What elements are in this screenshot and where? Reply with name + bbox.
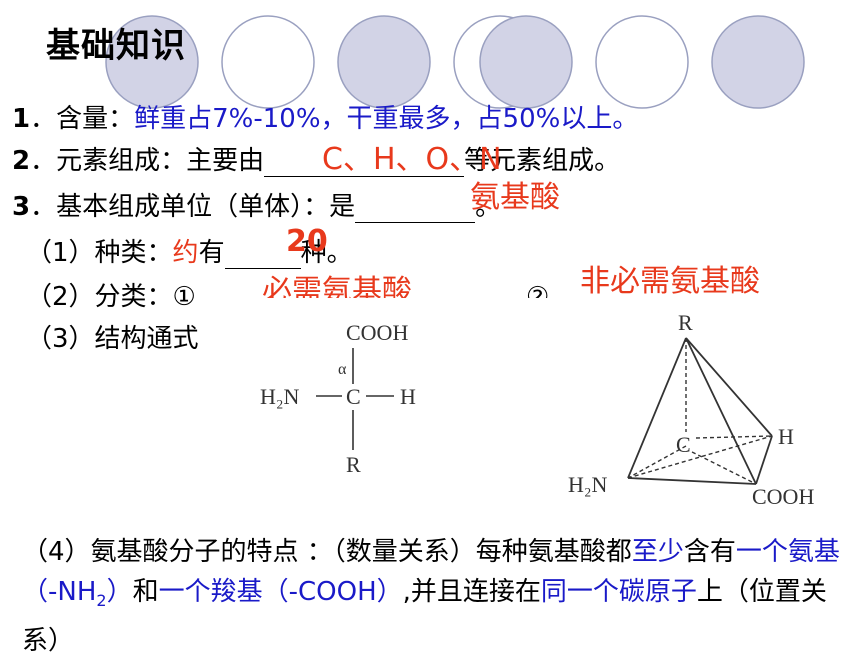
line-label: ．含量： (30, 104, 135, 134)
circle-5 (479, 15, 573, 109)
line-kinds: （1）种类：约有 种。 (26, 232, 353, 269)
decorative-circles (105, 15, 805, 109)
line-label: （2）分类：① (26, 282, 196, 312)
suffix-text: 。 (475, 192, 502, 222)
edge-top-left (627, 337, 687, 479)
line-number: 2 (12, 146, 31, 176)
dash-center-left (627, 445, 687, 479)
formula-right: H (400, 384, 416, 409)
cover-mask (220, 298, 820, 318)
dash-left-right (627, 435, 773, 479)
formula-left: H₂N (260, 384, 300, 409)
at-least: 至少 (631, 537, 684, 567)
line-number: 1 (12, 104, 31, 134)
answer-blank (355, 194, 476, 223)
have-text: 有 (198, 238, 225, 268)
formula-center: C (346, 384, 361, 409)
formula3d-center: C (676, 432, 691, 457)
answer-blank (264, 148, 465, 177)
kinds-answer: 20 (286, 224, 328, 259)
formula-3d: R C H H₂N COOH (568, 310, 814, 509)
about-text: 约 (172, 238, 199, 268)
line-label: （1）种类： (26, 238, 173, 268)
formula3d-right: H (778, 424, 794, 449)
formula3d-bottom: COOH (752, 484, 814, 509)
suffix-text: 种。 (300, 238, 353, 268)
elements-answer: C、H、O、N (322, 142, 502, 177)
contains: 含有 (683, 537, 736, 567)
formula-alpha: α (338, 361, 347, 378)
line-label: ．元素组成： (30, 146, 187, 176)
connected-text: ,并且连接在 (402, 577, 541, 607)
prefix-text: 主要由 (186, 146, 265, 176)
edge-top-right (685, 337, 773, 437)
slide-title: 基础知识 (46, 26, 186, 66)
amino-group: 一个氨基（-NH2） (22, 537, 840, 611)
content-answer: 鲜重占7%-10%，干重最多，占50%以上。 (134, 104, 639, 134)
circle-7 (711, 15, 805, 109)
formula-top: COOH (346, 320, 408, 345)
line-elements: 2．元素组成：主要由 等元素组成。 (12, 140, 620, 177)
circle-1 (105, 15, 199, 109)
same-carbon: 同一个碳原子 (540, 577, 697, 607)
dash-center-right (695, 435, 773, 439)
carboxyl-group: 一个羧基（-COOH） (158, 577, 403, 607)
features-label: （4）氨基酸分子的特点 ：（数量关系）每种氨基酸都 (22, 537, 632, 567)
classification-answer-2: 非必需氨基酸 (580, 264, 760, 299)
formula3d-left: H₂N (568, 472, 608, 497)
circle-2 (221, 15, 315, 109)
edge-left-bottom (627, 477, 757, 485)
line-number: 3 (12, 192, 31, 222)
line-classification: （2）分类：① (26, 276, 196, 313)
circle-3 (337, 15, 431, 109)
formula-2d: COOH α H₂N C H R (260, 320, 416, 477)
suffix-text: 等元素组成。 (464, 146, 621, 176)
formula3d-top: R (678, 310, 693, 335)
line-label: ．基本组成单位（单体）：是 (30, 192, 356, 222)
circle-6 (595, 15, 689, 109)
line-structure: （3）结构通式 (26, 324, 199, 354)
line-features: （4）氨基酸分子的特点 ：（数量关系）每种氨基酸都至少含有一个氨基（-NH2）和… (22, 532, 852, 661)
edge-right-bottom (755, 435, 773, 485)
elements-answer-overlay: 主要 (232, 134, 292, 178)
edge-top-bottom (685, 337, 757, 485)
and-text: 和 (132, 577, 159, 607)
formula-bottom: R (346, 452, 361, 477)
line-unit: 3．基本组成单位（单体）：是 。 (12, 186, 501, 223)
unit-answer: 氨基酸 (470, 180, 560, 215)
line-content: 1．含量：鲜重占7%-10%，干重最多，占50%以上。 (12, 98, 638, 135)
dash-center-bottom (691, 451, 757, 485)
answer-blank (224, 240, 301, 269)
